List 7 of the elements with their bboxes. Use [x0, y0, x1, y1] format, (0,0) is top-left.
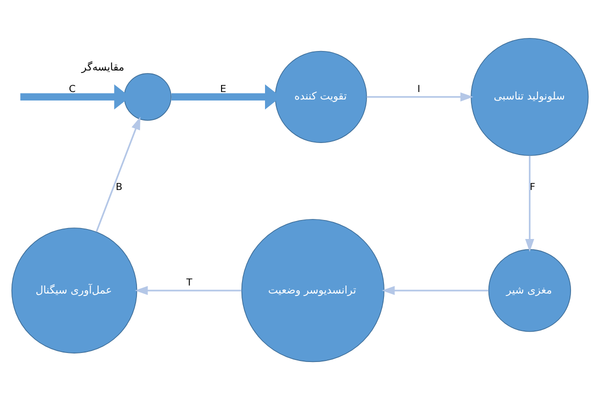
- edge-label: T: [186, 277, 192, 288]
- edge-label: E: [220, 84, 226, 95]
- edge-label: F: [530, 182, 536, 193]
- edge-label: B: [116, 182, 122, 193]
- node-label: مقایسه‌گر: [82, 62, 124, 74]
- edge-label: C: [68, 84, 76, 95]
- edge-label: I: [417, 84, 420, 95]
